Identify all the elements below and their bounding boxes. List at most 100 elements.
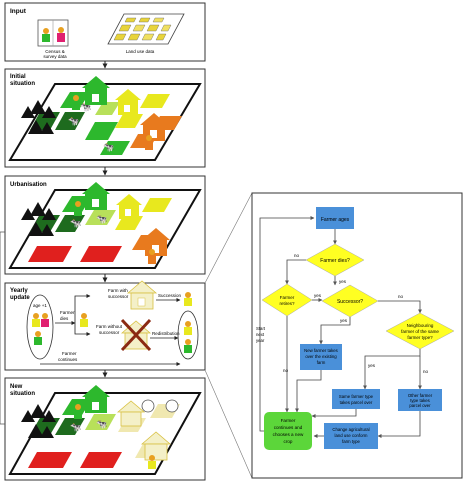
change-landuse-box	[324, 423, 378, 449]
farmer-icon	[34, 331, 42, 345]
parcel-lightgreen	[85, 414, 116, 430]
arrow-same-continues	[311, 409, 357, 418]
new-farmers-ellipse	[177, 310, 199, 360]
parcel-yellow	[115, 216, 143, 230]
yes-label: yes	[314, 293, 322, 298]
farm-without-label-1: Farm without	[96, 324, 123, 329]
census-label-2: survey data	[43, 54, 67, 59]
decision-flowchart: Farmer ages Farmer dies? no yes Farmer r…	[251, 192, 463, 479]
change-text-3: farm type	[342, 439, 361, 444]
change-text-2: land use conform	[335, 433, 368, 438]
urbanisation-stage: Urbanisation 🐄 🐄	[4, 175, 206, 275]
new-label-1: New	[10, 384, 23, 390]
forest-trees-icon	[21, 404, 56, 438]
farmer-icon	[41, 313, 49, 327]
cow-icon: 🐄	[80, 102, 91, 112]
parcel-yellow	[115, 114, 143, 128]
new-farmer-text-1: New farmer takes	[304, 348, 338, 353]
parcel-forest	[55, 418, 85, 435]
farmer-dies-text: Farmer dies?	[320, 258, 350, 264]
no-label: no	[423, 369, 429, 374]
cow-icon: 🐄	[70, 218, 81, 228]
other-type-text-2: type takes	[410, 398, 430, 403]
yes-label: yes	[339, 279, 347, 284]
farm-house-icon	[116, 194, 142, 219]
continues-text-2: continues and	[274, 425, 303, 430]
farm-house-icon	[115, 89, 141, 115]
crop-icon	[165, 399, 179, 413]
census-data-icon	[37, 19, 69, 47]
other-type-box	[398, 389, 442, 411]
redistribution-label: Redistribution	[152, 331, 180, 336]
arrow-dies-no	[285, 259, 306, 285]
farmer-ages-box	[316, 207, 354, 229]
parcel-urban	[80, 452, 122, 468]
no-label: no	[283, 368, 289, 373]
start-next-2: next	[256, 332, 265, 337]
same-type-text-1: Same farmer type	[339, 394, 374, 399]
parcel-lightgreen	[85, 210, 116, 225]
parcel-forest	[55, 215, 85, 232]
age-label: age +1	[33, 303, 47, 308]
other-type-text-1: Other farmer	[408, 393, 433, 398]
succession-label: Succession	[158, 293, 182, 298]
parcel-urban	[28, 452, 72, 468]
farmer-continues-label-2: continues	[58, 357, 78, 362]
farm-house-icon	[82, 385, 110, 413]
farmer-icon	[184, 339, 192, 353]
parcel-grass	[85, 122, 118, 140]
farm-house-icon	[82, 182, 110, 210]
cross-icon	[120, 318, 152, 352]
parcel-forest	[55, 112, 85, 130]
new-label-2: situation	[10, 391, 35, 397]
successor-text: Successor?	[337, 299, 363, 305]
input-stage: Input Census & survey data Land	[4, 2, 206, 62]
start-next-1: Start	[256, 326, 266, 331]
crop-icon	[141, 399, 155, 413]
farmer-icon	[184, 292, 192, 306]
farmer-icon	[145, 135, 153, 150]
continues-text-1: Farmer	[281, 418, 296, 423]
cow-icon: 🐄	[70, 422, 81, 432]
farmer-icon	[80, 313, 88, 327]
no-label: no	[294, 253, 300, 258]
arrow-without-successor	[74, 323, 91, 336]
yearly-label-1: Yearly	[10, 288, 28, 294]
cow-icon: 🐄	[68, 116, 79, 126]
initial-label-2: situation	[10, 81, 35, 87]
farmer-continues-label-1: Farmer	[62, 351, 77, 356]
retires-text-1: Farmer	[280, 295, 295, 300]
arrow-newfarmer-continues	[295, 370, 322, 413]
parcel-yellow	[142, 198, 172, 212]
forest-trees-icon	[21, 100, 56, 134]
continues-text-4: crop	[284, 439, 293, 444]
parcel-urban	[80, 246, 122, 262]
same-type-box	[332, 389, 380, 409]
farmer-continues-box	[264, 412, 312, 450]
initial-label-1: Initial	[10, 74, 26, 80]
arrow-with-successor	[74, 294, 91, 323]
farmer-icon	[74, 201, 82, 216]
farmer-icon	[72, 95, 80, 110]
urbanisation-label: Urbanisation	[10, 182, 47, 188]
yearly-update-stage: Yearly update age +1 Farmer dies Farm wi…	[4, 280, 206, 371]
forest-trees-icon	[21, 202, 56, 236]
initial-situation-stage: Initial situation	[4, 68, 206, 168]
yes-label: yes	[340, 318, 348, 323]
farmer-dies-label-1: Farmer	[60, 310, 75, 315]
landuse-label: Land use data	[126, 49, 155, 54]
new-farmer-text-2: over the existing	[305, 354, 337, 359]
parcel-lightgreen	[95, 102, 120, 115]
farmer-icon	[184, 321, 192, 335]
neighbour-text-1: Neighbouring	[407, 323, 434, 328]
land-use-data-icon	[107, 13, 185, 45]
change-text-1: Change agricultural	[332, 427, 369, 432]
parcel-grass	[100, 141, 130, 155]
loop-back-arrow	[0, 231, 5, 425]
farm-house-icon	[116, 400, 146, 427]
farm-house-icon	[126, 280, 158, 310]
census-label-1: Census &	[45, 49, 65, 54]
new-farmer-box	[300, 344, 342, 370]
farmer-icon	[148, 249, 156, 264]
new-situation-stage: New situation 🐄 �	[4, 377, 206, 481]
